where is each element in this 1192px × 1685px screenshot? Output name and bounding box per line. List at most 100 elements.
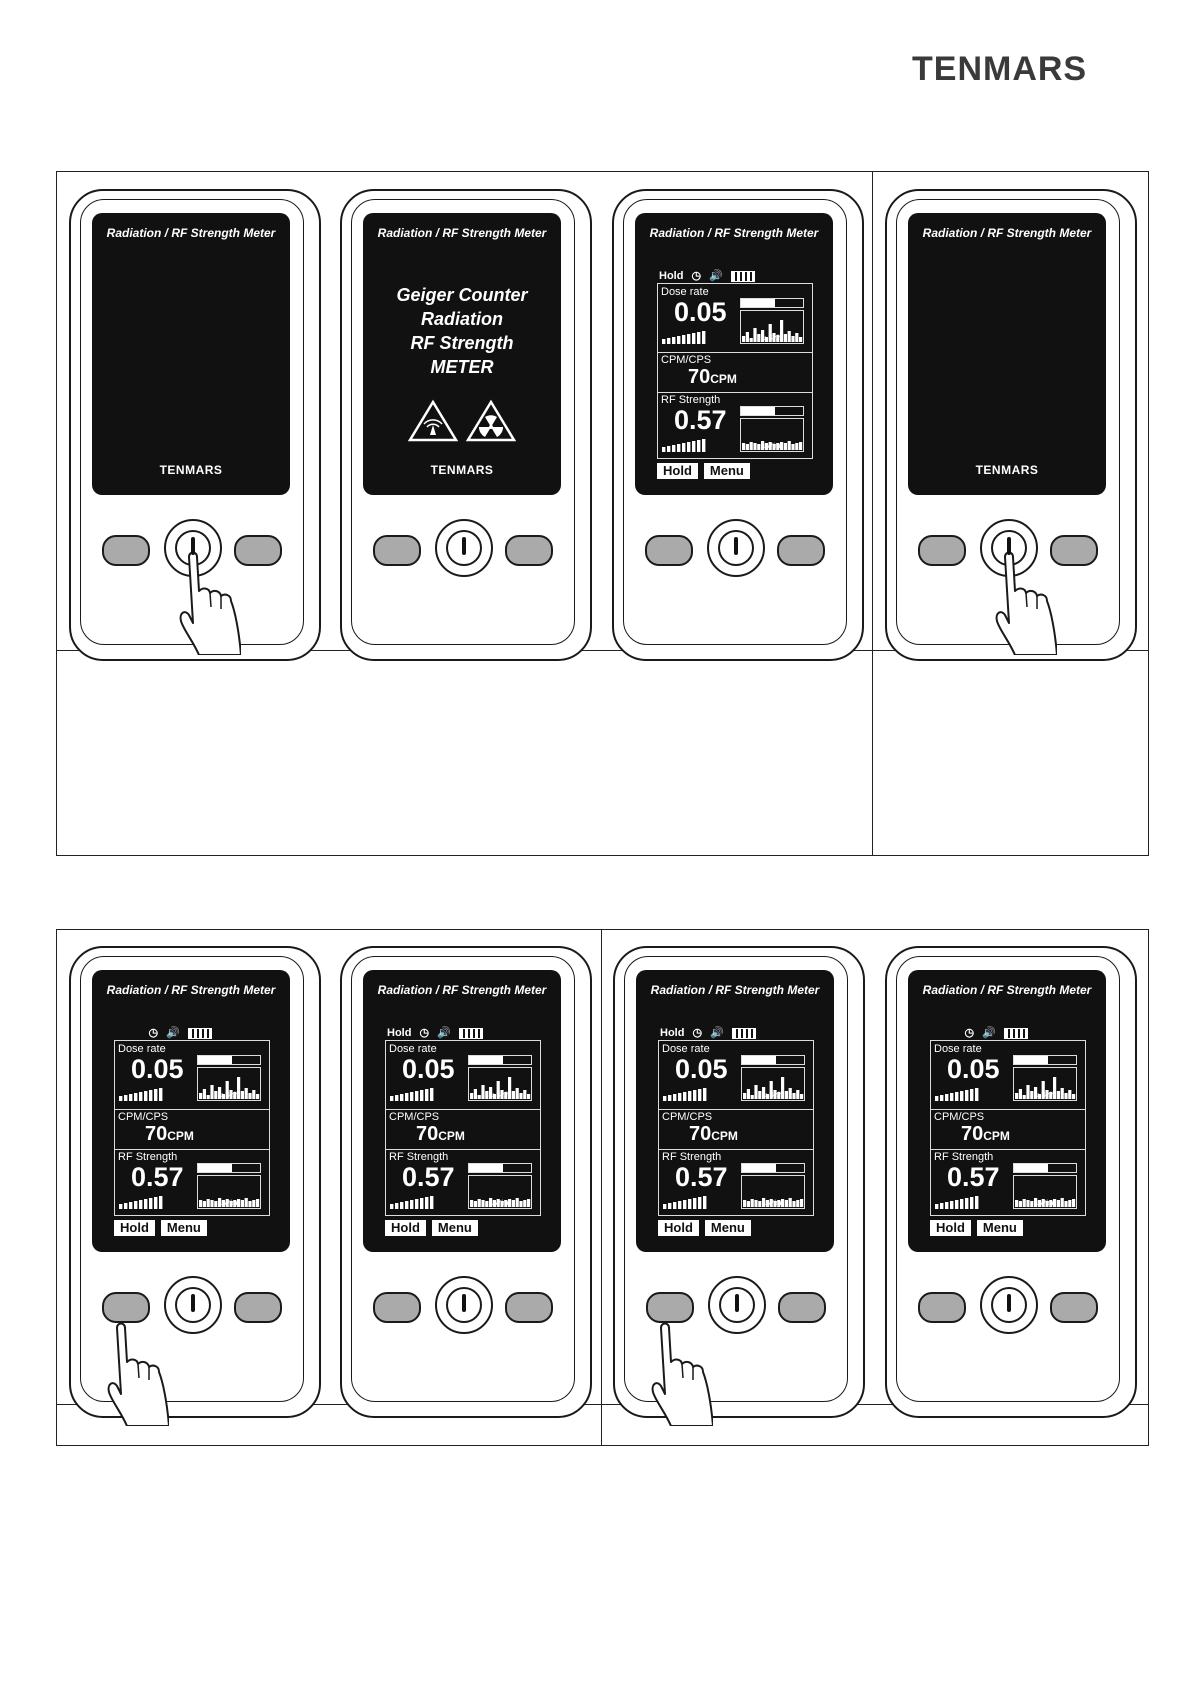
menu-softkey[interactable]: Menu: [431, 1220, 478, 1236]
logo-text: TENMARS: [912, 50, 1087, 86]
status-bar: Hold◷🔊: [116, 1026, 220, 1039]
cpm-unit: CPM: [167, 1129, 194, 1143]
cpm-unit: CPM: [710, 372, 737, 386]
cpm-value: 70: [688, 366, 711, 388]
rf-strength-unit: μW/m²: [1035, 1200, 1056, 1207]
power-button[interactable]: [980, 519, 1038, 577]
right-button[interactable]: [778, 1292, 826, 1323]
left-button[interactable]: [102, 535, 150, 566]
left-button[interactable]: [646, 1292, 694, 1323]
softkey-labels: Hold Menu: [657, 463, 756, 479]
cpm-value: 70: [416, 1123, 439, 1145]
hold-indicator: Hold: [659, 270, 684, 282]
model-title: Radiation / RF Strength Meter: [650, 983, 820, 997]
right-button[interactable]: [777, 535, 825, 566]
power-button[interactable]: [435, 519, 493, 577]
left-button[interactable]: [918, 1292, 966, 1323]
dose-rate-level-bar: [741, 1055, 805, 1065]
right-button[interactable]: [505, 535, 553, 566]
hold-indicator: Hold: [387, 1027, 412, 1039]
left-button[interactable]: [918, 535, 966, 566]
menu-softkey[interactable]: Menu: [703, 463, 750, 479]
hold-softkey[interactable]: Hold: [658, 1220, 699, 1236]
rf-level-bar: [1013, 1163, 1077, 1173]
hold-indicator: Hold: [660, 1027, 685, 1039]
power-button[interactable]: [980, 1276, 1038, 1334]
dose-rate-history-graph: [742, 320, 803, 342]
timer-icon: ◷: [964, 1027, 975, 1039]
power-button[interactable]: [708, 1276, 766, 1334]
timer-icon: ◷: [691, 270, 702, 282]
left-button[interactable]: [373, 1292, 421, 1323]
left-button[interactable]: [373, 535, 421, 566]
dose-level-steps: [119, 1088, 163, 1101]
dose-rate-unit: μ Sv/h: [1035, 1092, 1055, 1099]
power-icon: [462, 1294, 466, 1312]
cpm-unit: CPM: [438, 1129, 465, 1143]
status-bar: Hold◷🔊: [387, 1026, 491, 1039]
model-title: Radiation / RF Strength Meter: [922, 226, 1092, 240]
right-button[interactable]: [1050, 1292, 1098, 1323]
left-button[interactable]: [102, 1292, 150, 1323]
cpm-label: CPM/CPS: [389, 1111, 440, 1123]
cpm-label: CPM/CPS: [118, 1111, 169, 1123]
hold-on-figure-cell: Radiation / RF Strength MeterHold◷🔊Dose …: [56, 929, 602, 1426]
dose-rate-value: 0.05: [675, 1054, 728, 1084]
pressing-finger-icon: [179, 551, 241, 655]
left-button[interactable]: [645, 535, 693, 566]
device-measurement: Radiation / RF Strength MeterHold◷🔊Dose …: [885, 946, 1137, 1418]
cpm-value: 70: [145, 1123, 168, 1145]
dose-rate-label: Dose rate: [934, 1043, 982, 1055]
right-button[interactable]: [234, 535, 282, 566]
softkey-labels: Hold Menu: [114, 1220, 213, 1236]
timer-icon: ◷: [692, 1027, 703, 1039]
hold-table: Radiation / RF Strength MeterHold◷🔊Dose …: [56, 929, 1149, 1446]
dose-rate-value: 0.05: [402, 1054, 455, 1084]
rf-strength-unit: μW/m²: [762, 443, 783, 450]
hold-softkey[interactable]: Hold: [657, 463, 698, 479]
cpm-unit: CPM: [983, 1129, 1010, 1143]
power-button[interactable]: [435, 1276, 493, 1334]
dose-rate-level-bar: [1013, 1055, 1077, 1065]
speaker-icon: 🔊: [982, 1027, 996, 1039]
hold-softkey[interactable]: Hold: [930, 1220, 971, 1236]
power-icon: [735, 1294, 739, 1312]
cpm-value: 70: [961, 1123, 984, 1145]
power-off-description-cell: [872, 650, 1149, 856]
status-bar: Hold◷🔊: [660, 1026, 764, 1039]
rf-strength-unit: μW/m²: [763, 1200, 784, 1207]
rf-level-bar: [740, 406, 804, 416]
model-title: Radiation / RF Strength Meter: [649, 226, 819, 240]
right-button[interactable]: [1050, 535, 1098, 566]
battery-icon: [187, 1027, 212, 1039]
status-bar: Hold◷🔊: [932, 1026, 1036, 1039]
rf-strength-value: 0.57: [947, 1162, 1000, 1192]
right-button[interactable]: [505, 1292, 553, 1323]
hold-softkey[interactable]: Hold: [114, 1220, 155, 1236]
battery-icon: [1003, 1027, 1028, 1039]
power-button[interactable]: [164, 1276, 222, 1334]
device-blank: Radiation / RF Strength Meter TENMARS: [69, 189, 321, 661]
hold-softkey[interactable]: Hold: [385, 1220, 426, 1236]
rf-level-steps: [662, 439, 706, 452]
dose-level-steps: [390, 1088, 434, 1101]
menu-softkey[interactable]: Menu: [704, 1220, 751, 1236]
right-button[interactable]: [234, 1292, 282, 1323]
splash-text: Geiger Counter Radiation RF Strength MET…: [396, 285, 528, 377]
power-button[interactable]: [707, 519, 765, 577]
model-title: Radiation / RF Strength Meter: [922, 983, 1092, 997]
menu-softkey[interactable]: Menu: [976, 1220, 1023, 1236]
menu-softkey[interactable]: Menu: [160, 1220, 207, 1236]
model-title: Radiation / RF Strength Meter: [377, 226, 547, 240]
